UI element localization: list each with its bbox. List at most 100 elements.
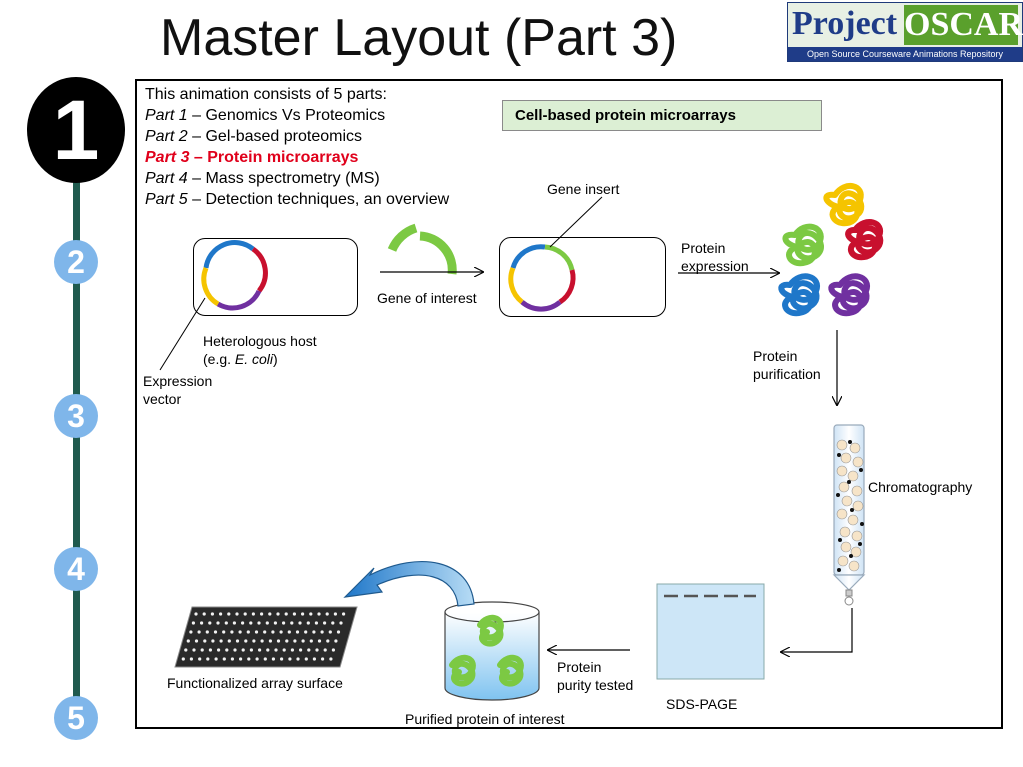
part-4-item[interactable]: Part 4 – Mass spectrometry (MS) bbox=[145, 168, 449, 189]
array-spot bbox=[222, 630, 226, 634]
step-2-button[interactable]: 2 bbox=[54, 240, 98, 284]
array-spot bbox=[314, 621, 318, 625]
array-spot bbox=[254, 630, 259, 634]
part-1-item[interactable]: Part 1 – Genomics Vs Proteomics bbox=[145, 105, 449, 126]
array-spot bbox=[268, 612, 272, 616]
array-spot bbox=[284, 612, 288, 616]
label-purity-2: purity tested bbox=[557, 677, 634, 693]
array-spot bbox=[213, 630, 218, 634]
section-banner: Cell-based protein microarrays bbox=[502, 100, 822, 131]
array-spot bbox=[285, 639, 289, 643]
array-spot bbox=[244, 639, 248, 643]
part-5-item[interactable]: Part 5 – Detection techniques, an overvi… bbox=[145, 189, 449, 210]
array-spot bbox=[331, 621, 335, 625]
array-spot bbox=[214, 657, 218, 661]
array-spot bbox=[198, 657, 202, 661]
array-spot bbox=[268, 639, 272, 643]
array-spot bbox=[260, 639, 264, 643]
array-spot bbox=[306, 621, 310, 625]
array-spot bbox=[309, 612, 313, 616]
expressed-proteins-icon bbox=[778, 183, 884, 317]
array-spot bbox=[191, 621, 195, 625]
array-spot bbox=[186, 639, 190, 643]
array-spot bbox=[192, 648, 196, 652]
array-spot bbox=[232, 621, 236, 625]
array-spot bbox=[233, 648, 237, 652]
plasmid-left bbox=[201, 240, 268, 311]
array-spot bbox=[216, 621, 220, 625]
array-spot bbox=[230, 630, 234, 634]
array-spot bbox=[235, 612, 239, 616]
logo-word-project: Project bbox=[792, 5, 898, 42]
array-spot bbox=[239, 657, 243, 661]
part-1-text: – Genomics Vs Proteomics bbox=[187, 107, 386, 124]
step-4-button[interactable]: 4 bbox=[54, 547, 98, 591]
array-spot bbox=[200, 648, 204, 652]
vector-leader bbox=[159, 297, 206, 371]
array-spot bbox=[325, 612, 329, 616]
array-spot bbox=[241, 621, 245, 625]
array-spot bbox=[334, 639, 338, 643]
label-vector-2: vector bbox=[143, 391, 182, 407]
array-spot bbox=[222, 657, 226, 661]
array-spot bbox=[333, 612, 337, 616]
array-spot bbox=[184, 648, 188, 652]
array-spot bbox=[219, 639, 223, 643]
array-spot bbox=[274, 648, 278, 652]
project-oscar-logo[interactable]: Project OSCAR Open Source Courseware Ani… bbox=[787, 2, 1023, 62]
array-spot bbox=[323, 648, 327, 652]
array-spot bbox=[312, 657, 316, 661]
array-spot bbox=[189, 657, 193, 661]
array-spot bbox=[288, 657, 292, 661]
array-spot bbox=[224, 621, 228, 625]
part-2-number: Part 2 bbox=[145, 128, 188, 145]
array-spot bbox=[266, 648, 270, 652]
logo-word-oscar: OSCAR bbox=[904, 5, 1023, 45]
array-spot bbox=[206, 657, 210, 661]
array-spot bbox=[287, 630, 291, 634]
gene-insert-leader bbox=[549, 196, 603, 248]
logo-top: Project OSCAR bbox=[788, 3, 1023, 47]
plasmid-right bbox=[508, 244, 576, 312]
label-array-surface: Functionalized array surface bbox=[167, 675, 343, 691]
label-vector-1: Expression bbox=[143, 373, 213, 389]
step-3-button[interactable]: 3 bbox=[54, 394, 98, 438]
array-spot bbox=[247, 657, 251, 661]
array-spot bbox=[246, 630, 250, 634]
label-host-1: Heterologous host bbox=[203, 333, 317, 349]
array-spot bbox=[298, 621, 302, 625]
part-3-item-current[interactable]: Part 3 – Protein microarrays bbox=[145, 147, 449, 168]
array-spot bbox=[265, 621, 269, 625]
array-spot bbox=[276, 639, 281, 643]
step-1-button[interactable]: 1 bbox=[27, 77, 125, 183]
array-spot bbox=[282, 648, 286, 652]
array-spot bbox=[336, 630, 341, 634]
array-spot bbox=[280, 657, 284, 661]
logo-tagline: Open Source Courseware Animations Reposi… bbox=[788, 47, 1022, 61]
label-purification-1: Protein bbox=[753, 348, 798, 364]
array-spot bbox=[238, 630, 242, 634]
part-2-item[interactable]: Part 2 – Gel-based proteomics bbox=[145, 126, 449, 147]
array-spot bbox=[258, 648, 262, 652]
page-title: Master Layout (Part 3) bbox=[160, 9, 678, 67]
label-purification-2: purification bbox=[753, 366, 821, 382]
array-spot bbox=[200, 621, 204, 625]
array-spot bbox=[326, 639, 330, 643]
part-4-number: Part 4 bbox=[145, 170, 188, 187]
step-5-button[interactable]: 5 bbox=[54, 696, 98, 740]
array-spot bbox=[317, 612, 321, 616]
array-spot bbox=[315, 648, 319, 652]
array-spot bbox=[227, 612, 231, 616]
array-spot bbox=[292, 612, 296, 616]
array-spot bbox=[273, 621, 277, 625]
label-gene-of-interest: Gene of interest bbox=[377, 290, 477, 306]
array-spot bbox=[205, 630, 209, 634]
array-spot bbox=[307, 648, 311, 652]
array-spot bbox=[312, 630, 316, 634]
array-spot bbox=[290, 621, 294, 625]
array-spot bbox=[304, 657, 308, 661]
array-spot bbox=[260, 612, 264, 616]
array-spot bbox=[227, 639, 231, 643]
array-spot bbox=[235, 639, 240, 643]
